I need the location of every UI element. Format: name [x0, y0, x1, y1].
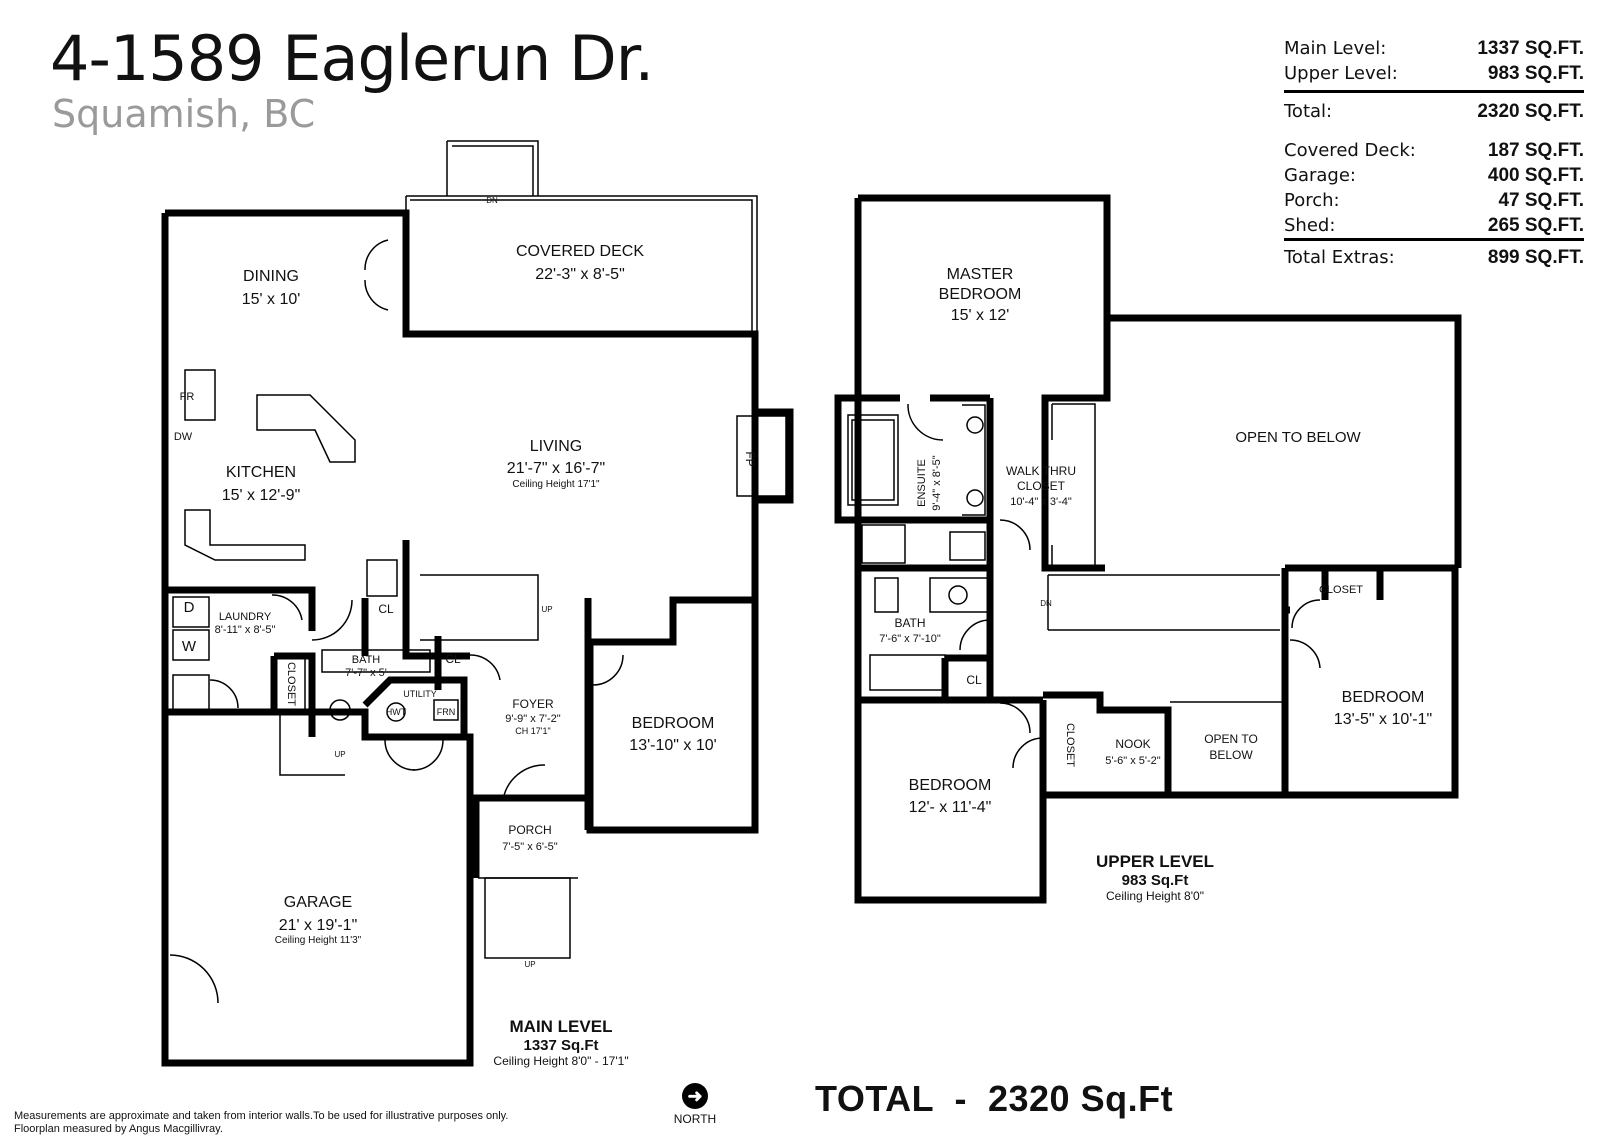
dishwasher-label: DW: [174, 431, 193, 443]
main-level-title: MAIN LEVEL: [509, 1017, 613, 1036]
laundry-name: LAUNDRY: [219, 611, 272, 623]
master-name-1: MASTER: [947, 266, 1014, 283]
foyer-name: FOYER: [512, 697, 554, 711]
walkthru-dims: 10'-4" x 3'-4": [1010, 496, 1072, 508]
disclaimer-line-1: Measurements are approximate and taken f…: [14, 1110, 509, 1122]
bedroom-main-dims: 13'-10" x 10': [629, 737, 716, 754]
bedroom3-name: BEDROOM: [1342, 689, 1425, 706]
upper-level-area: 983 Sq.Ft: [1121, 872, 1189, 889]
upper-stair-down-label: DN: [1040, 599, 1052, 608]
upper-closet-cl: CL: [966, 673, 982, 687]
main-level-caption: MAIN LEVEL 1337 Sq.Ft Ceiling Height 8'0…: [486, 1017, 636, 1068]
furnace-label: FRN: [437, 707, 456, 717]
disclaimer-line-2: Floorplan measured by Angus Macgillivray…: [14, 1123, 223, 1135]
upper-closet-vertical: CLOSET: [1064, 723, 1076, 767]
north-arrow-icon: ➜: [682, 1083, 708, 1109]
laundry-dims: 8'-11" x 8'-5": [215, 624, 276, 636]
summary-row-shed: Shed:265 SQ.FT.: [1284, 215, 1584, 236]
garage-note: Ceiling Height 11'3": [275, 935, 362, 946]
closet-cl-1: CL: [378, 602, 394, 616]
summary-row-garage: Garage:400 SQ.FT.: [1284, 165, 1584, 186]
stair-up-label: UP: [541, 605, 552, 614]
deck-dims: 22'-3" x 8'-5": [535, 266, 625, 283]
main-level-area: 1337 Sq.Ft: [523, 1037, 599, 1054]
stair-up-label-garage: UP: [334, 750, 345, 759]
main-level-details: [169, 140, 787, 1004]
garage-name: GARAGE: [284, 894, 352, 911]
washer-label: W: [182, 638, 197, 655]
master-dims: 15' x 12': [951, 307, 1010, 324]
bedroom-main-name: BEDROOM: [632, 715, 715, 732]
nook-dims: 5'-6" x 5'-2": [1105, 755, 1161, 767]
area-summary-table: Main Level:1337 SQ.FT. Upper Level:983 S…: [1284, 36, 1584, 270]
closet-label: CLOSET: [285, 662, 297, 706]
kitchen-dims: 15' x 12'-9": [222, 487, 301, 504]
bedroom3-dims: 13'-5" x 10'-1": [1334, 711, 1432, 728]
dining-name: DINING: [243, 268, 299, 285]
living-note: Ceiling Height 17'1": [512, 479, 600, 490]
master-name-2: BEDROOM: [939, 286, 1022, 303]
main-level-ceiling: Ceiling Height 8'0" - 17'1": [493, 1054, 629, 1068]
upper-level-windows: [857, 197, 1459, 901]
ensuite-name: ENSUITE: [916, 459, 928, 507]
open-below-2-line2: BELOW: [1209, 748, 1253, 762]
stair-down-label-deck: DN: [486, 196, 498, 205]
upper-level-title: UPPER LEVEL: [1095, 852, 1215, 871]
closet-cl-2: CL: [445, 652, 461, 666]
kitchen-name: KITCHEN: [226, 464, 296, 481]
upper-bath-name: BATH: [894, 616, 925, 630]
summary-divider: [1284, 90, 1584, 93]
summary-row-main: Main Level:1337 SQ.FT.: [1284, 38, 1584, 59]
dining-dims: 15' x 10': [242, 291, 301, 308]
upper-level-caption: UPPER LEVEL 983 Sq.Ft Ceiling Height 8'0…: [1080, 852, 1230, 903]
open-to-below-label: OPEN TO BELOW: [1235, 429, 1361, 446]
porch-name: PORCH: [508, 823, 551, 837]
open-below-2-line1: OPEN TO: [1204, 732, 1258, 746]
deck-name: COVERED DECK: [516, 243, 644, 260]
north-indicator: ➜ NORTH: [670, 1083, 720, 1126]
upper-level-details: [847, 403, 1321, 795]
fridge-label: FR: [180, 391, 195, 403]
hwt-label: HWT: [386, 707, 407, 717]
fireplace-label: FP: [743, 451, 757, 466]
summary-divider-2: [1284, 238, 1584, 241]
summary-row-total: Total:2320 SQ.FT.: [1284, 101, 1584, 122]
main-level-windows: [164, 212, 756, 1064]
upper-bath-dims: 7'-6" x 7'-10": [879, 633, 941, 645]
bath-name: BATH: [352, 654, 381, 666]
summary-row-extras: Total Extras:899 SQ.FT.: [1284, 247, 1584, 268]
living-dims: 21'-7" x 16'-7": [507, 460, 605, 477]
north-label: NORTH: [673, 1112, 717, 1126]
utility-name: UTILITY: [403, 689, 437, 699]
total-area: TOTAL - 2320 Sq.Ft: [815, 1078, 1174, 1119]
garage-dims: 21' x 19'-1": [279, 917, 358, 934]
bath-dims: 7'-7" x 5': [345, 667, 387, 679]
upper-closet-horizontal: CLOSET: [1319, 584, 1363, 596]
walkthru-name-1: WALK THRU: [1006, 464, 1076, 478]
summary-row-upper: Upper Level:983 SQ.FT.: [1284, 63, 1584, 84]
stair-up-label-porch: UP: [524, 960, 535, 969]
porch-dims: 7'-5" x 6'-5": [502, 841, 558, 853]
upper-level-ceiling: Ceiling Height 8'0": [1106, 889, 1204, 903]
summary-row-deck: Covered Deck:187 SQ.FT.: [1284, 140, 1584, 161]
main-level-walls: [161, 209, 794, 1067]
summary-row-porch: Porch:47 SQ.FT.: [1284, 190, 1584, 211]
ensuite-dims: 9'-4" x 8'-5": [931, 455, 943, 511]
property-city: Squamish, BC: [52, 92, 316, 136]
living-name: LIVING: [530, 438, 582, 455]
nook-name: NOOK: [1115, 737, 1150, 751]
foyer-dims: 9'-9" x 7'-2": [505, 713, 561, 725]
property-address: 4-1589 Eaglerun Dr.: [50, 22, 654, 95]
walkthru-name-2: CLOSET: [1017, 479, 1066, 493]
disclaimer: Measurements are approximate and taken f…: [14, 1110, 508, 1136]
bedroom2-dims: 12'- x 11'-4": [909, 799, 992, 816]
foyer-note: CH 17'1": [515, 726, 550, 736]
bedroom2-name: BEDROOM: [909, 777, 992, 794]
dryer-label: D: [184, 599, 195, 616]
